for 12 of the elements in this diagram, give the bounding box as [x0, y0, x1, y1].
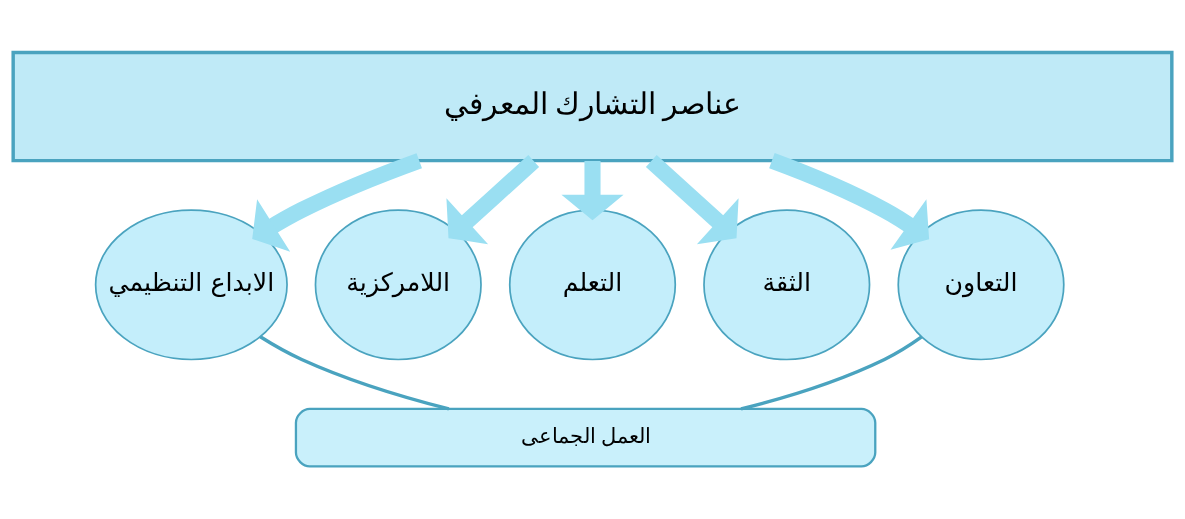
- connector: [259, 335, 450, 411]
- node-box: العمل الجماعى: [294, 407, 877, 468]
- node-ellipse: الابداع التنظيمي: [94, 209, 288, 361]
- node-box: عناصر التشارك المعرفي: [11, 50, 1174, 163]
- node-circle: التعاون: [897, 209, 1065, 361]
- connector: [740, 335, 923, 411]
- node-circle: الثقة: [703, 209, 871, 361]
- arrow: [645, 155, 739, 245]
- node-circle: اللامركزية: [314, 209, 482, 361]
- node-circle: التعلم: [508, 209, 677, 361]
- arrow: [561, 161, 624, 221]
- arrow: [446, 155, 540, 245]
